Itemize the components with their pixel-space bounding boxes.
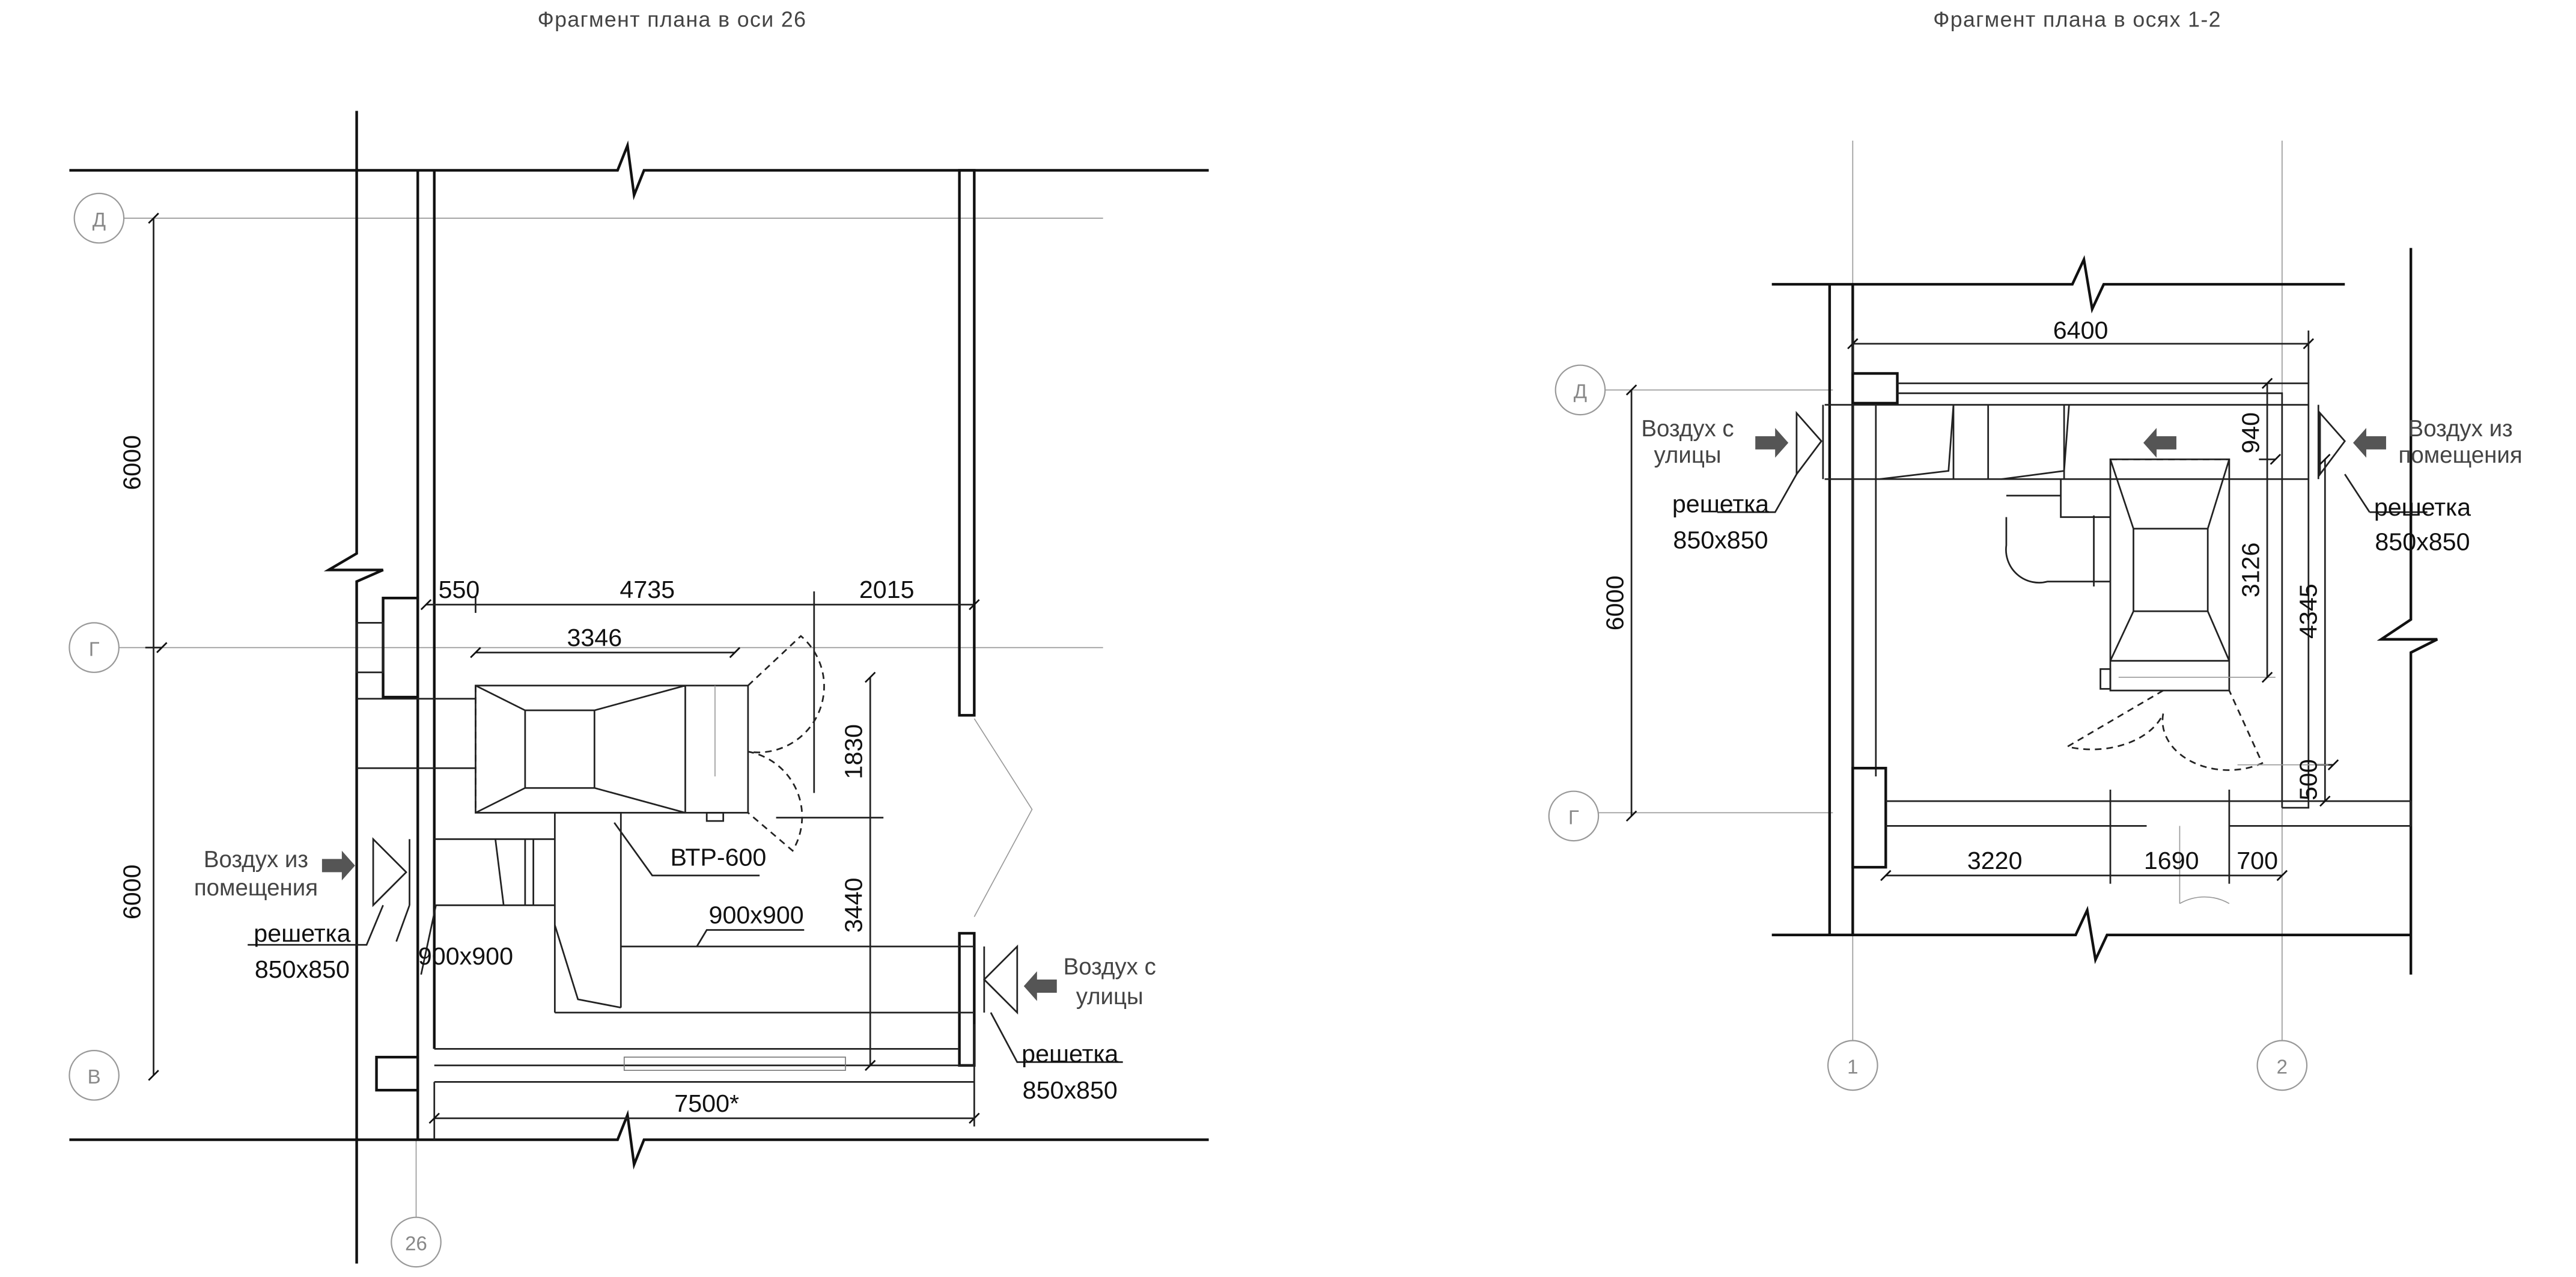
dimensions xyxy=(1625,330,2428,884)
dim-3220: 3220 xyxy=(1967,847,2023,874)
axis-marker-v: В xyxy=(69,1050,120,1101)
arrow-icon xyxy=(2143,428,2176,458)
svg-text:1: 1 xyxy=(1847,1056,1858,1078)
air-label: помещения xyxy=(2399,442,2523,468)
air-label: Воздух из xyxy=(2408,416,2513,442)
axis-marker-2: 2 xyxy=(2256,1040,2308,1091)
arrow-icon xyxy=(321,850,355,881)
axis-marker-1: 1 xyxy=(1827,1040,1878,1091)
air-label: улицы xyxy=(1076,984,1143,1010)
svg-text:Д: Д xyxy=(1574,380,1587,403)
svg-text:Г: Г xyxy=(89,638,100,660)
ventilation-unit xyxy=(1755,404,2386,771)
dim-2015: 2015 xyxy=(859,576,915,603)
dim-940: 940 xyxy=(2236,412,2264,454)
dim-1690: 1690 xyxy=(2144,847,2199,874)
arrow-icon xyxy=(2353,428,2386,458)
axis-marker-g: Г xyxy=(69,622,120,673)
unit-label: ВТР-600 xyxy=(670,843,766,871)
dim-4735: 4735 xyxy=(620,576,675,603)
dim-1830: 1830 xyxy=(839,724,867,779)
axis-marker-d: Д xyxy=(1554,364,1606,416)
dim-3126: 3126 xyxy=(2236,543,2264,598)
svg-text:Г: Г xyxy=(1568,806,1579,829)
axis-marker-d: Д xyxy=(73,192,125,244)
walls xyxy=(69,111,1209,1264)
duct-size-label: 900x900 xyxy=(418,942,513,970)
walls xyxy=(1771,248,2438,975)
dim-4345: 4345 xyxy=(2295,584,2322,639)
grille-size: 850x850 xyxy=(255,955,350,983)
dimensions xyxy=(145,212,1123,1127)
dim-3346: 3346 xyxy=(567,624,622,651)
axis-lines xyxy=(118,218,1103,1219)
axis-marker-26: 26 xyxy=(391,1216,442,1268)
svg-text:В: В xyxy=(88,1065,101,1088)
air-label: помещения xyxy=(194,875,318,901)
dim-700: 700 xyxy=(2236,847,2278,874)
grille-label: решетка xyxy=(1672,490,1769,517)
svg-text:Д: Д xyxy=(93,209,106,231)
air-label: Воздух из xyxy=(204,847,308,873)
ventilation-unit xyxy=(321,635,1057,1015)
axis-marker-g: Г xyxy=(1548,790,1600,842)
grille-size: 850x850 xyxy=(1673,526,1768,554)
duct-size-label: 900x900 xyxy=(709,901,804,929)
arrow-icon xyxy=(1755,428,1789,458)
left-plan: Фрагмент плана в оси 26 xyxy=(69,7,1209,1268)
grille-label: решетка xyxy=(254,919,350,947)
grille-label: решетка xyxy=(1022,1040,1118,1067)
dim-550: 550 xyxy=(439,576,480,603)
svg-text:26: 26 xyxy=(405,1233,427,1255)
dim-6000-top: 6000 xyxy=(118,435,146,490)
grille-size: 850x850 xyxy=(2375,528,2470,555)
air-label: Воздух с xyxy=(1064,954,1156,980)
air-label: Воздух с xyxy=(1641,416,1734,442)
right-plan-title: Фрагмент плана в осях 1-2 xyxy=(1933,7,2221,31)
dim-6000: 6000 xyxy=(1601,576,1628,631)
arrow-icon xyxy=(1023,971,1057,1001)
grille-size: 850x850 xyxy=(1023,1076,1118,1104)
axis-lines xyxy=(1598,140,2283,1041)
dim-7500: 7500* xyxy=(674,1090,739,1117)
right-plan: Фрагмент плана в осях 1-2 xyxy=(1548,7,2523,1091)
dim-6400: 6400 xyxy=(2053,317,2109,344)
air-label: улицы xyxy=(1654,442,1722,468)
grille-label: решетка xyxy=(2374,493,2471,521)
dim-500: 500 xyxy=(2295,759,2322,800)
dim-3440: 3440 xyxy=(839,877,867,933)
svg-text:2: 2 xyxy=(2277,1056,2288,1078)
left-plan-title: Фрагмент плана в оси 26 xyxy=(538,7,807,31)
dim-6000-bottom: 6000 xyxy=(118,864,146,919)
